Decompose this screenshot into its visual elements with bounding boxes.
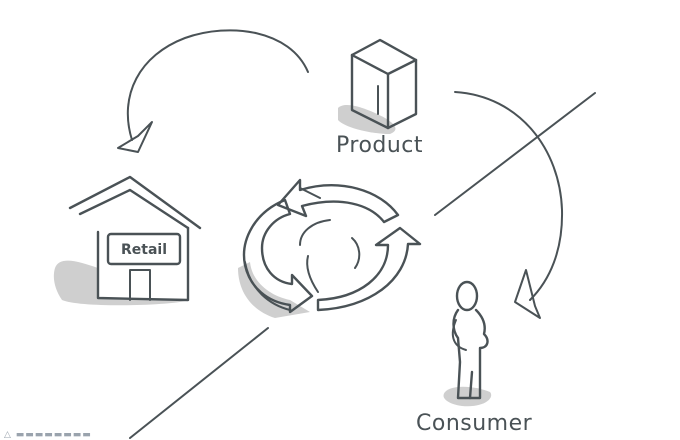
product-label: Product [336, 133, 423, 158]
consumer-person-icon [443, 280, 492, 407]
slash-line-lower [129, 327, 269, 439]
arrow-product-to-consumer [454, 91, 564, 319]
watermark-logo: △ ▬▬▬▬▬▬▬▬ [4, 430, 92, 440]
consumer-label: Consumer [416, 411, 533, 436]
product-box-icon [338, 38, 418, 134]
arrow-product-to-retail [117, 29, 309, 153]
retail-sign-label: Retail [121, 242, 167, 258]
slash-line-upper [434, 92, 596, 216]
cycle-arrows-icon [238, 178, 422, 318]
retail-store-icon [53, 175, 202, 306]
